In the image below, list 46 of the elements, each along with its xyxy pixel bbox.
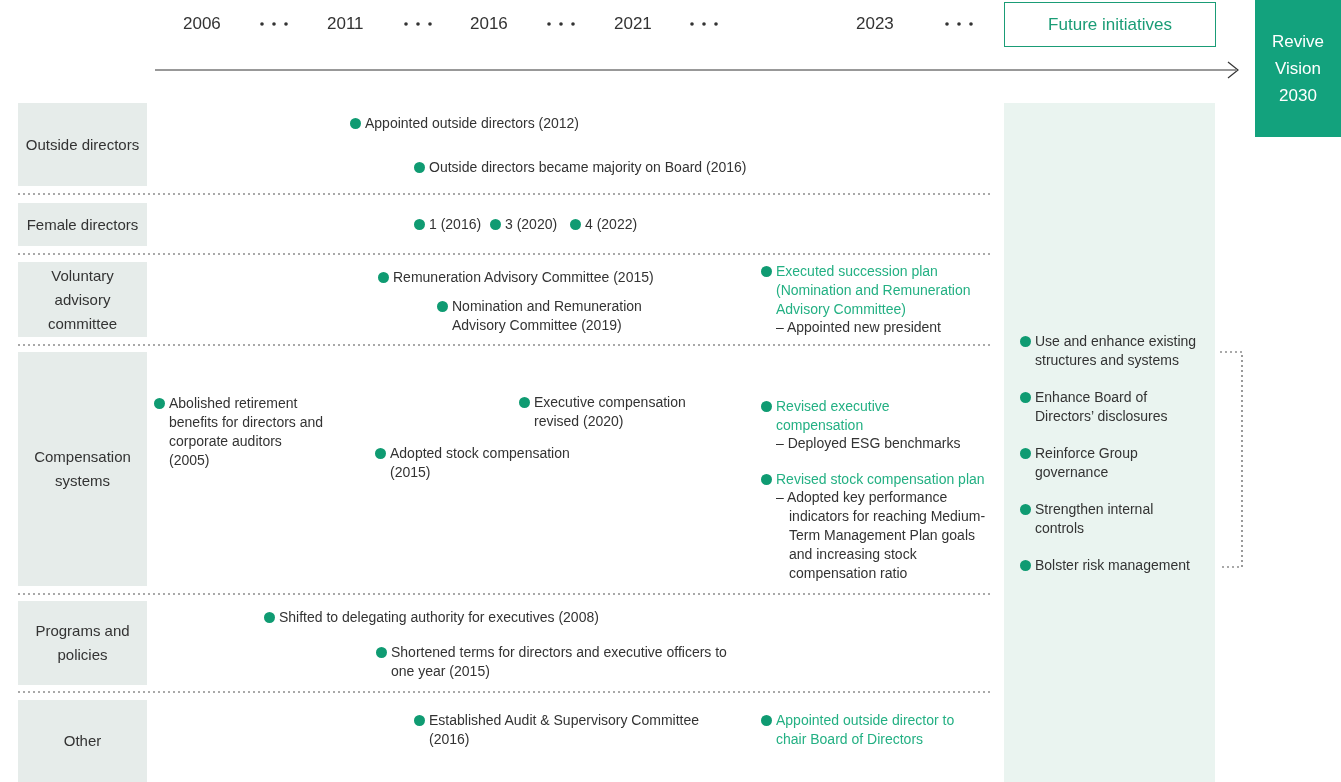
milestone-text: 4 (2022) [585,215,638,234]
year-label: 2016 [470,14,508,33]
category-box [18,203,147,246]
initiative-text: Strengthen internal controls [1035,500,1155,538]
category-label: Programs and policies [34,621,131,665]
year-label: 2021 [614,14,652,33]
milestone-text: Executed succession plan (Nomination and Remuneration Advisory Committee) [776,262,972,319]
category-box [18,700,147,782]
detail-text: – Deployed ESG benchmarks [776,434,961,453]
category-box [18,601,147,685]
category-box [18,262,147,337]
category-label: Voluntary advisory committee [46,265,119,334]
milestone-text: 3 (2020) [505,215,558,234]
future-panel [1004,103,1215,782]
category-label: Female directors [26,214,139,235]
initiative-text: Enhance Board of Directors’ disclosures [1035,388,1169,426]
plan-label: Revive Vision 2030 [1271,31,1325,107]
category-label: Other [63,731,102,751]
milestone-text: Executive compensation revised (2020) [534,393,687,431]
initiative-text: Bolster risk management [1035,556,1190,575]
milestone-text: Shifted to delegating authority for executives (2008) [279,608,599,627]
milestone-text: Abolished retirement benefits for directors and corporate auditors (2005) [169,394,324,470]
milestone-text: 1 (2016) [429,215,482,234]
future-header-box: Future initiatives [1004,2,1216,47]
year-label: 2006 [183,14,221,33]
milestone-text: Revised executive compensation [776,397,891,435]
milestone-text: Remuneration Advisory Committee (2015) [393,268,654,287]
year-label: 2011 [327,14,364,33]
initiative-text: Reinforce Group governance [1035,444,1139,482]
milestone-text: Nomination and Remuneration Advisory Committee (2019) [452,297,643,335]
milestone-text: Appointed outside directors (2012) [365,114,580,133]
milestone-text: Shortened terms for directors and executive officers to one year (2015) [391,643,728,681]
category-label: Compensation systems [33,447,132,491]
plan-box [1255,0,1341,137]
milestone-text: Outside directors became majority on Board (2016) [429,158,747,177]
detail-text: – Appointed new president [776,318,941,337]
milestone-text: Revised stock compensation plan [776,470,985,489]
detail-text: – Adopted key performance indicators for reaching Medium-Term Management Plan goals and increasing stock compensation ratio [776,488,987,583]
category-box [18,352,147,586]
milestone-text: Appointed outside director to chair Board of Directors [776,711,956,749]
milestone-text: Adopted stock compensation (2015) [390,444,571,482]
year-label: 2023 [856,14,894,33]
category-box [18,103,147,186]
milestone-text: Established Audit & Supervisory Committee (2016) [429,711,700,749]
initiative-text: Use and enhance existing structures and systems [1035,332,1198,370]
category-label: Outside directors [25,134,140,155]
